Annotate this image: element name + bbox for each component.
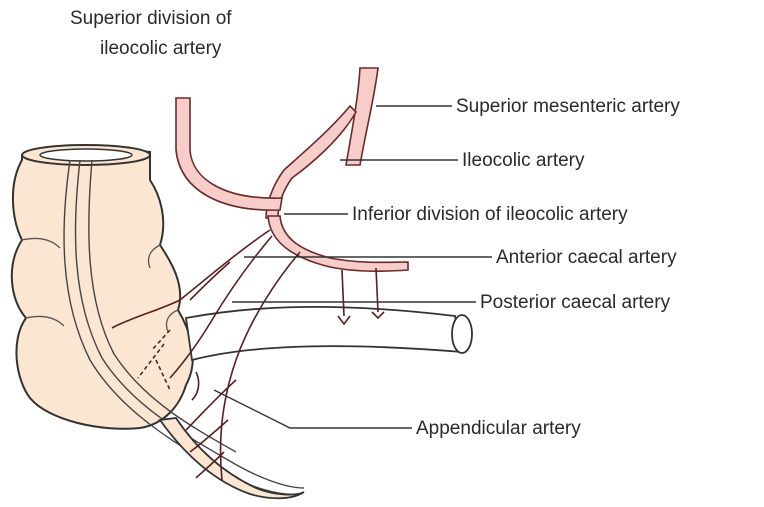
caecum-body bbox=[12, 149, 193, 428]
label-superior-mesenteric-artery: Superior mesenteric artery bbox=[456, 96, 680, 117]
ileum-tube bbox=[186, 307, 462, 360]
terminal-ileum bbox=[186, 307, 472, 360]
artery-trunks bbox=[176, 68, 408, 271]
label-posterior-caecal-artery: Posterior caecal artery bbox=[480, 292, 671, 313]
anterior-caecal-sub-branch bbox=[190, 262, 230, 300]
colon-lumen bbox=[40, 149, 132, 161]
label-anterior-caecal-artery: Anterior caecal artery bbox=[496, 247, 677, 268]
caecal-loop-branch bbox=[192, 372, 199, 400]
label-inferior-division: Inferior division of ileocolic artery bbox=[352, 204, 628, 225]
superior-division-artery bbox=[176, 98, 282, 210]
leader-appendicular bbox=[214, 390, 412, 428]
label-superior-division-line1: Superior division of bbox=[70, 8, 232, 29]
ileum-cut-end bbox=[452, 315, 472, 353]
label-appendicular-artery: Appendicular artery bbox=[416, 418, 581, 439]
appendicular-branch bbox=[221, 252, 300, 480]
label-superior-division-line2: ileocolic artery bbox=[100, 38, 222, 59]
appendix bbox=[160, 418, 304, 498]
label-ileocolic-artery: Ileocolic artery bbox=[462, 150, 585, 171]
